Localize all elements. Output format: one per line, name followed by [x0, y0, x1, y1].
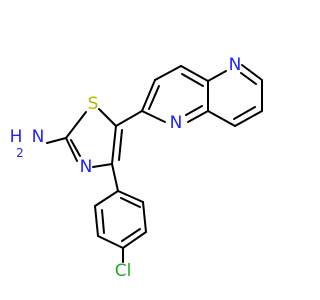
- atom-chlorine: Cl: [115, 261, 132, 281]
- atom-sulfur: S: [88, 94, 99, 114]
- bond-c4-c5-inner: [118, 129, 123, 161]
- atom-labels: S N H N 2 N N Cl: [10, 55, 242, 281]
- bond-c5-s: [98, 108, 117, 127]
- molecule-drawing: S N H N 2 N N Cl: [10, 55, 263, 281]
- bond-q-c8a-n1: [187, 110, 209, 123]
- bond-ph-c1-c2: [117, 190, 144, 203]
- bond-ph-c6-c1: [94, 190, 119, 207]
- bond-q-c3-c4: [154, 65, 182, 81]
- bond-c5-naphthyridine: [115, 110, 143, 127]
- bond-q-c7-c8: [234, 110, 263, 127]
- atom-amine-hydrogen: H: [10, 127, 23, 147]
- bond-q-n5-c6-inner: [240, 72, 257, 85]
- atom-amine-nitrogen: N: [32, 127, 45, 147]
- bond-q-c4-c4a-inner: [181, 73, 204, 87]
- atom-thiazole-nitrogen: N: [80, 157, 93, 177]
- structure-canvas: S N H N 2 N N Cl: [9, 55, 263, 281]
- bonds: [46, 64, 263, 263]
- bond-c2-n3: [65, 137, 78, 162]
- bond-q-n5-c6: [241, 64, 263, 81]
- bond-q-c7-c8-inner: [233, 106, 256, 120]
- bond-ph-c3-c4: [122, 231, 147, 249]
- bond-ph-c3-c4-inner: [121, 228, 141, 242]
- bond-s-c2: [65, 111, 87, 139]
- atom-naphthyridine-n1: N: [170, 113, 183, 133]
- bond-ph-c5-c6: [94, 205, 99, 237]
- bond-q-c4a-n5: [207, 70, 227, 82]
- bond-c2-n3-inner: [70, 139, 81, 157]
- bond-c4-phenyl: [111, 163, 119, 192]
- bond-q-c4-c4a: [180, 65, 209, 82]
- bond-c4-c5: [111, 125, 117, 165]
- bond-c2-nh2: [46, 137, 67, 144]
- bond-ph-c4-c5: [97, 235, 124, 249]
- bond-ph-c2-c3: [142, 201, 147, 233]
- atom-naphthyridine-n5: N: [229, 55, 242, 75]
- bond-q-n1-c2: [141, 110, 166, 123]
- bond-q-c2-c3: [141, 79, 156, 112]
- atom-amine-subscript: 2: [16, 146, 24, 160]
- bond-q-c8-c8a: [207, 110, 236, 127]
- bond-q-c2-c3-inner: [148, 85, 160, 110]
- bond-ph-c5-c6-inner: [101, 209, 105, 234]
- bond-q-c8a-n1-inner: [185, 105, 203, 116]
- bond-n3-c4: [92, 163, 113, 168]
- bond-ph-c1-c2-inner: [120, 197, 141, 208]
